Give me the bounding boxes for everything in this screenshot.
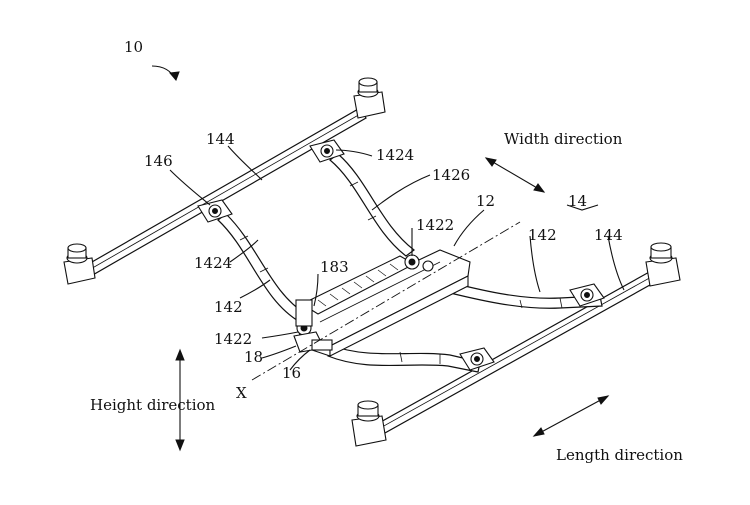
width-direction-arrow [484, 157, 546, 193]
label-1424-left: 1424 [194, 254, 232, 272]
label-14: 14 [568, 192, 587, 210]
foot-rear-left [63, 243, 96, 285]
label-18: 18 [244, 348, 263, 366]
label-142-left: 142 [214, 298, 243, 316]
label-12: 12 [476, 192, 495, 210]
joint-rear-right [309, 139, 345, 163]
height-direction-arrow [175, 348, 185, 452]
label-144-top: 144 [206, 130, 235, 148]
label-144-right: 144 [594, 226, 623, 244]
label-10: 10 [124, 38, 143, 56]
label-1422-left: 1422 [214, 330, 252, 348]
joint-front-right [569, 283, 605, 307]
battery-hatching [317, 263, 399, 307]
label-16: 16 [282, 364, 301, 382]
leader-lines [151, 65, 625, 371]
label-183: 183 [320, 258, 349, 276]
label-height-direction: Height direction [90, 396, 216, 414]
side-tube-right [437, 279, 603, 309]
side-tube-rear [329, 153, 415, 257]
label-width-direction: Width direction [504, 130, 623, 148]
label-146: 146 [144, 152, 173, 170]
joint-rear-left [197, 199, 233, 223]
label-length-direction: Length direction [556, 446, 683, 464]
direction-labels: Width direction Height direction Length … [90, 130, 683, 464]
joint-front-left [459, 347, 495, 371]
reference-numerals: 10 144 146 1424 1426 12 1422 14 142 144 … [124, 38, 623, 402]
length-direction-arrow [532, 395, 610, 437]
foot-front-right [645, 242, 681, 287]
central-body [293, 249, 471, 357]
label-1424-top: 1424 [376, 146, 414, 164]
label-x: X [236, 384, 247, 402]
foot-rear-right [353, 77, 386, 119]
side-tube-front [327, 344, 481, 373]
label-142-right: 142 [528, 226, 557, 244]
foot-front-left [351, 400, 387, 447]
label-1422-top: 1422 [416, 216, 454, 234]
label-1426: 1426 [432, 166, 470, 184]
x-axis-line [251, 221, 521, 381]
